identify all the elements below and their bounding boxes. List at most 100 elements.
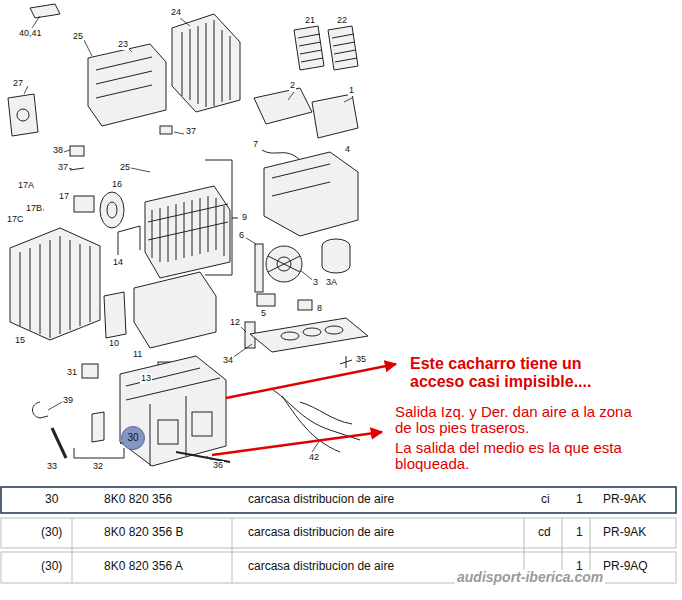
leader-lines [174, 132, 184, 134]
callout-number: 3A [325, 278, 338, 288]
part-outlines [303, 328, 321, 336]
table-grid [1, 487, 676, 583]
callout-number: 5 [260, 309, 267, 319]
table-cell: cd [537, 526, 552, 539]
part-outlines [17, 109, 29, 121]
part-outlines [322, 246, 350, 273]
callout-number: 1 [348, 86, 355, 96]
part-outlines [8, 94, 38, 136]
table-cell: 8K0 820 356 [103, 493, 173, 506]
part-outlines [332, 34, 357, 62]
red-arrows [226, 364, 396, 398]
note-text: La salida del medio es la que esta bloqu… [395, 440, 643, 472]
callout-circle: 30 [121, 426, 145, 450]
part-outlines [255, 244, 263, 292]
table-cell: PR-9AK [602, 493, 647, 506]
part-outlines [160, 126, 172, 134]
part-outlines [262, 150, 300, 160]
callout-number: 25 [119, 163, 131, 173]
table-cell: ci [540, 493, 551, 506]
callout-number: 17B [25, 204, 43, 214]
callout-number: 13 [140, 374, 152, 384]
part-outlines [325, 326, 343, 334]
callout-number: 11 [132, 350, 143, 360]
table-cell: carcasa distribucion de aire [247, 560, 395, 573]
callout-number: 14 [112, 258, 124, 268]
leader-lines [131, 168, 150, 172]
part-outlines [328, 26, 358, 70]
part-outlines [268, 256, 300, 272]
part-outlines [118, 226, 140, 255]
table-cell: carcasa distribucion de aire [247, 493, 395, 506]
note-text: Salida Izq. y Der. dan aire a la zona de… [395, 404, 643, 436]
callout-number: 35 [355, 355, 367, 365]
part-outlines [182, 20, 230, 107]
callout-number: 17A [17, 181, 35, 191]
red-arrows [212, 432, 382, 455]
table-grid [1, 487, 676, 513]
part-outlines [270, 388, 360, 452]
table-cell: 8K0 820 356 B [103, 526, 184, 539]
table-cell: PR-9AQ [602, 560, 649, 573]
part-outlines [192, 412, 212, 436]
table-cell: 1 [575, 493, 584, 506]
leader-lines [64, 150, 70, 152]
part-outlines [74, 196, 94, 212]
note-heading: Este cacharro tiene un acceso casi impis… [410, 355, 610, 391]
part-outlines [298, 34, 323, 62]
callout-number: 4 [344, 145, 351, 155]
part-outlines [148, 204, 228, 240]
callout-number: 36 [212, 461, 224, 471]
part-outlines [104, 292, 126, 338]
leader-lines [246, 238, 256, 244]
callout-number: 16 [111, 180, 123, 190]
callout-number: 30 [127, 433, 138, 443]
callout-number: 27 [12, 79, 24, 89]
part-outlines [52, 428, 66, 458]
part-outlines [74, 448, 124, 458]
callout-number: 33 [46, 462, 58, 472]
part-outlines [281, 332, 299, 340]
part-outlines [30, 4, 60, 18]
part-outlines [172, 14, 240, 112]
callout-number: 7 [252, 140, 259, 150]
part-outlines [70, 168, 84, 170]
callout-number: 21 [304, 16, 316, 26]
part-outlines [152, 196, 224, 262]
part-outlines [312, 94, 358, 138]
part-outlines [100, 192, 124, 228]
part-outlines [264, 152, 358, 236]
leader-lines [84, 40, 92, 56]
leader-lines [24, 16, 352, 460]
part-outlines [126, 368, 220, 466]
part-outlines [272, 164, 330, 196]
callout-number: 42 [308, 453, 320, 463]
callout-number: 31 [66, 368, 78, 378]
callout-number: 25 [72, 32, 84, 42]
callout-number: 12 [229, 318, 241, 328]
red-arrows [212, 364, 396, 455]
part-outlines [254, 88, 312, 124]
part-outlines [250, 318, 368, 352]
part-outlines [70, 146, 84, 156]
callout-number: 10 [108, 339, 120, 349]
callout-number: 34 [222, 356, 234, 366]
callout-number: 39 [62, 396, 74, 406]
part-outlines [266, 246, 302, 282]
part-outlines [134, 272, 216, 348]
leader-lines [180, 18, 190, 26]
callout-number: 32 [92, 462, 104, 472]
part-outlines [82, 364, 98, 378]
callout-number: 3 [312, 278, 319, 288]
part-outlines [298, 300, 312, 310]
callout-number: 2 [289, 81, 296, 91]
leader-lines [48, 402, 62, 410]
table-cell: (30) [40, 526, 63, 539]
part-outlines [8, 4, 368, 466]
table-cell: 1 [575, 526, 584, 539]
callout-number: 9 [241, 213, 248, 223]
part-outlines [120, 356, 226, 466]
part-outlines [340, 356, 352, 368]
